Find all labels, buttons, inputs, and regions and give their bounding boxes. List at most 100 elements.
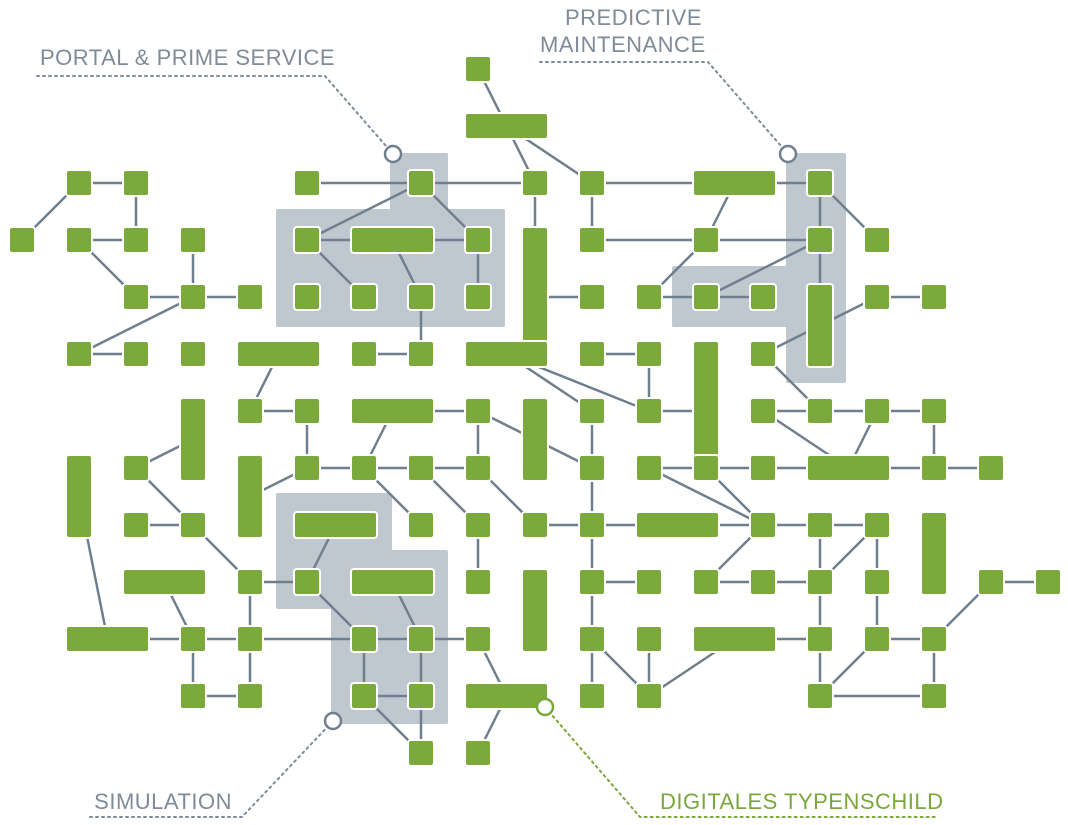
node-n10_3 xyxy=(179,625,207,653)
node-n11_10 xyxy=(578,682,606,710)
node-n3_2 xyxy=(122,226,150,254)
node-n3_8 xyxy=(464,226,492,254)
node-n10_14 xyxy=(806,625,834,653)
node-n5_13 xyxy=(749,340,777,368)
node-n8_15 xyxy=(863,511,891,539)
node-n8_13 xyxy=(749,511,777,539)
node-n2_7 xyxy=(407,169,435,197)
node-bar2 xyxy=(692,169,777,197)
connector-line xyxy=(705,238,821,299)
callout-circle-predictive xyxy=(778,144,798,164)
node-n7_11 xyxy=(635,454,663,482)
node-n2_14 xyxy=(806,169,834,197)
highlight-region xyxy=(276,493,448,724)
node-n10_8 xyxy=(464,625,492,653)
node-n7_13 xyxy=(749,454,777,482)
node-n2_1 xyxy=(65,169,93,197)
node-n4_2 xyxy=(122,283,150,311)
node-n9_15 xyxy=(863,568,891,596)
leader-predictive xyxy=(539,61,789,155)
node-n2_9 xyxy=(521,169,549,197)
node-n4_7 xyxy=(407,283,435,311)
node-n6_10 xyxy=(578,397,606,425)
label-predictive: PREDICTIVE xyxy=(564,5,702,30)
node-n10_6 xyxy=(350,625,378,653)
node-n8_14 xyxy=(806,511,834,539)
label-portal-prime-service: PORTAL & PRIME SERVICE xyxy=(40,45,336,70)
highlight-region xyxy=(672,153,846,383)
node-n11_11 xyxy=(635,682,663,710)
node-n9_8 xyxy=(464,568,492,596)
node-n5_2 xyxy=(122,340,150,368)
node-n4_10 xyxy=(578,283,606,311)
node-n5_11 xyxy=(635,340,663,368)
node-bar8a xyxy=(293,511,378,539)
node-n11_4 xyxy=(236,682,264,710)
node-n9_12 xyxy=(692,568,720,596)
node-n11_16 xyxy=(920,682,948,710)
node-n9_10 xyxy=(578,568,606,596)
node-bar9a xyxy=(122,568,207,596)
callouts xyxy=(36,61,936,818)
node-v16 xyxy=(920,511,948,596)
node-n7_5 xyxy=(293,454,321,482)
node-n4_8 xyxy=(464,283,492,311)
node-n6_8 xyxy=(464,397,492,425)
node-n7_12 xyxy=(692,454,720,482)
node-bar8b xyxy=(635,511,720,539)
node-n10_10 xyxy=(578,625,606,653)
node-n5_7 xyxy=(407,340,435,368)
node-n3_5 xyxy=(293,226,321,254)
node-n12_7 xyxy=(407,739,435,767)
node-n5_10 xyxy=(578,340,606,368)
node-n2_10 xyxy=(578,169,606,197)
node-n9_5 xyxy=(293,568,321,596)
leader-portal xyxy=(36,75,394,155)
node-bar5a xyxy=(236,340,321,368)
node-bar6 xyxy=(350,397,435,425)
connector-line xyxy=(648,466,764,527)
node-bar10b xyxy=(692,625,777,653)
node-n11_3 xyxy=(179,682,207,710)
node-n2_5 xyxy=(293,169,321,197)
node-n4_6 xyxy=(350,283,378,311)
node-n8_9 xyxy=(521,511,549,539)
label-simulation: SIMULATION xyxy=(94,789,232,814)
node-bar11 xyxy=(464,682,549,710)
node-n3_0 xyxy=(8,226,36,254)
node-n11_6 xyxy=(350,682,378,710)
node-n7_6 xyxy=(350,454,378,482)
node-n8_2 xyxy=(122,511,150,539)
node-bar7 xyxy=(806,454,891,482)
callout-circle-simulation xyxy=(323,711,343,731)
node-n7_2 xyxy=(122,454,150,482)
node-n10_4 xyxy=(236,625,264,653)
node-n11_14 xyxy=(806,682,834,710)
node-n8_10 xyxy=(578,511,606,539)
node-n10_16 xyxy=(920,625,948,653)
node-bar3a xyxy=(350,226,435,254)
node-n3_1 xyxy=(65,226,93,254)
node-n9_17 xyxy=(977,568,1005,596)
node-n3_3 xyxy=(179,226,207,254)
node-n8_8 xyxy=(464,511,492,539)
node-v9c xyxy=(521,568,549,653)
node-n7_16 xyxy=(920,454,948,482)
node-bar5b xyxy=(464,340,549,368)
node-n10_11 xyxy=(635,625,663,653)
connector-line xyxy=(78,295,194,356)
node-n8_3 xyxy=(179,511,207,539)
node-bar10a xyxy=(65,625,150,653)
node-n4_5 xyxy=(293,283,321,311)
node-n7_7 xyxy=(407,454,435,482)
node-n6_4 xyxy=(236,397,264,425)
node-n3_14 xyxy=(806,226,834,254)
node-v4 xyxy=(236,454,264,539)
node-n6_5 xyxy=(293,397,321,425)
connector-line xyxy=(306,181,422,242)
node-v1 xyxy=(65,454,93,539)
node-n7_8 xyxy=(464,454,492,482)
node-n7_10 xyxy=(578,454,606,482)
node-n5_3 xyxy=(179,340,207,368)
